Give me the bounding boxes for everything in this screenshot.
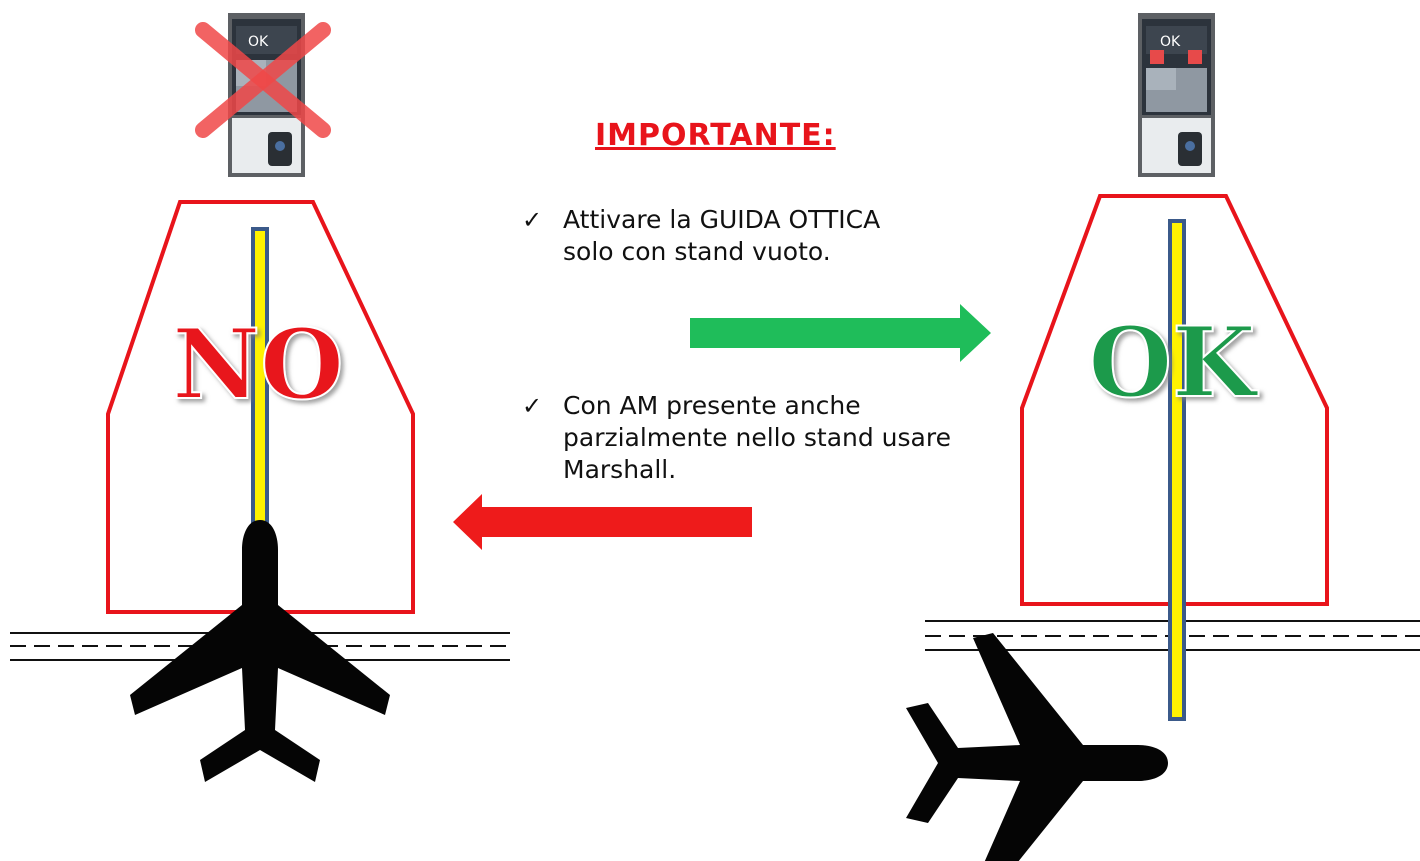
- airplane-icon-right: [906, 633, 1168, 861]
- no-label: NO: [172, 308, 343, 421]
- docking-display-right: OK: [1138, 13, 1215, 177]
- airplane-icon: [130, 520, 390, 782]
- display-right-text: OK: [1160, 34, 1181, 50]
- bullet-item: ✓ Attivare la GUIDA OTTICA solo con stan…: [522, 204, 992, 268]
- bullet-item: ✓ Con AM presente anche parzialmente nel…: [522, 390, 992, 486]
- checkmark-icon: ✓: [522, 392, 543, 420]
- bullet-text: Attivare la GUIDA OTTICA solo con stand …: [563, 205, 881, 266]
- arrow-left-red: [453, 494, 752, 550]
- cross-mark-icon: [195, 22, 331, 138]
- centerline-right: [1168, 219, 1186, 721]
- bullet-text: Con AM presente anche parzialmente nello…: [563, 391, 951, 484]
- display-left-text: OK: [248, 34, 269, 50]
- arrow-right-green: [690, 304, 991, 362]
- stand-outline-right: [1020, 194, 1329, 606]
- checkmark-icon: ✓: [522, 206, 543, 234]
- stand-outline-left: [106, 200, 415, 614]
- ok-label: OK: [1088, 306, 1259, 419]
- heading-importante: IMPORTANTE:: [595, 118, 836, 153]
